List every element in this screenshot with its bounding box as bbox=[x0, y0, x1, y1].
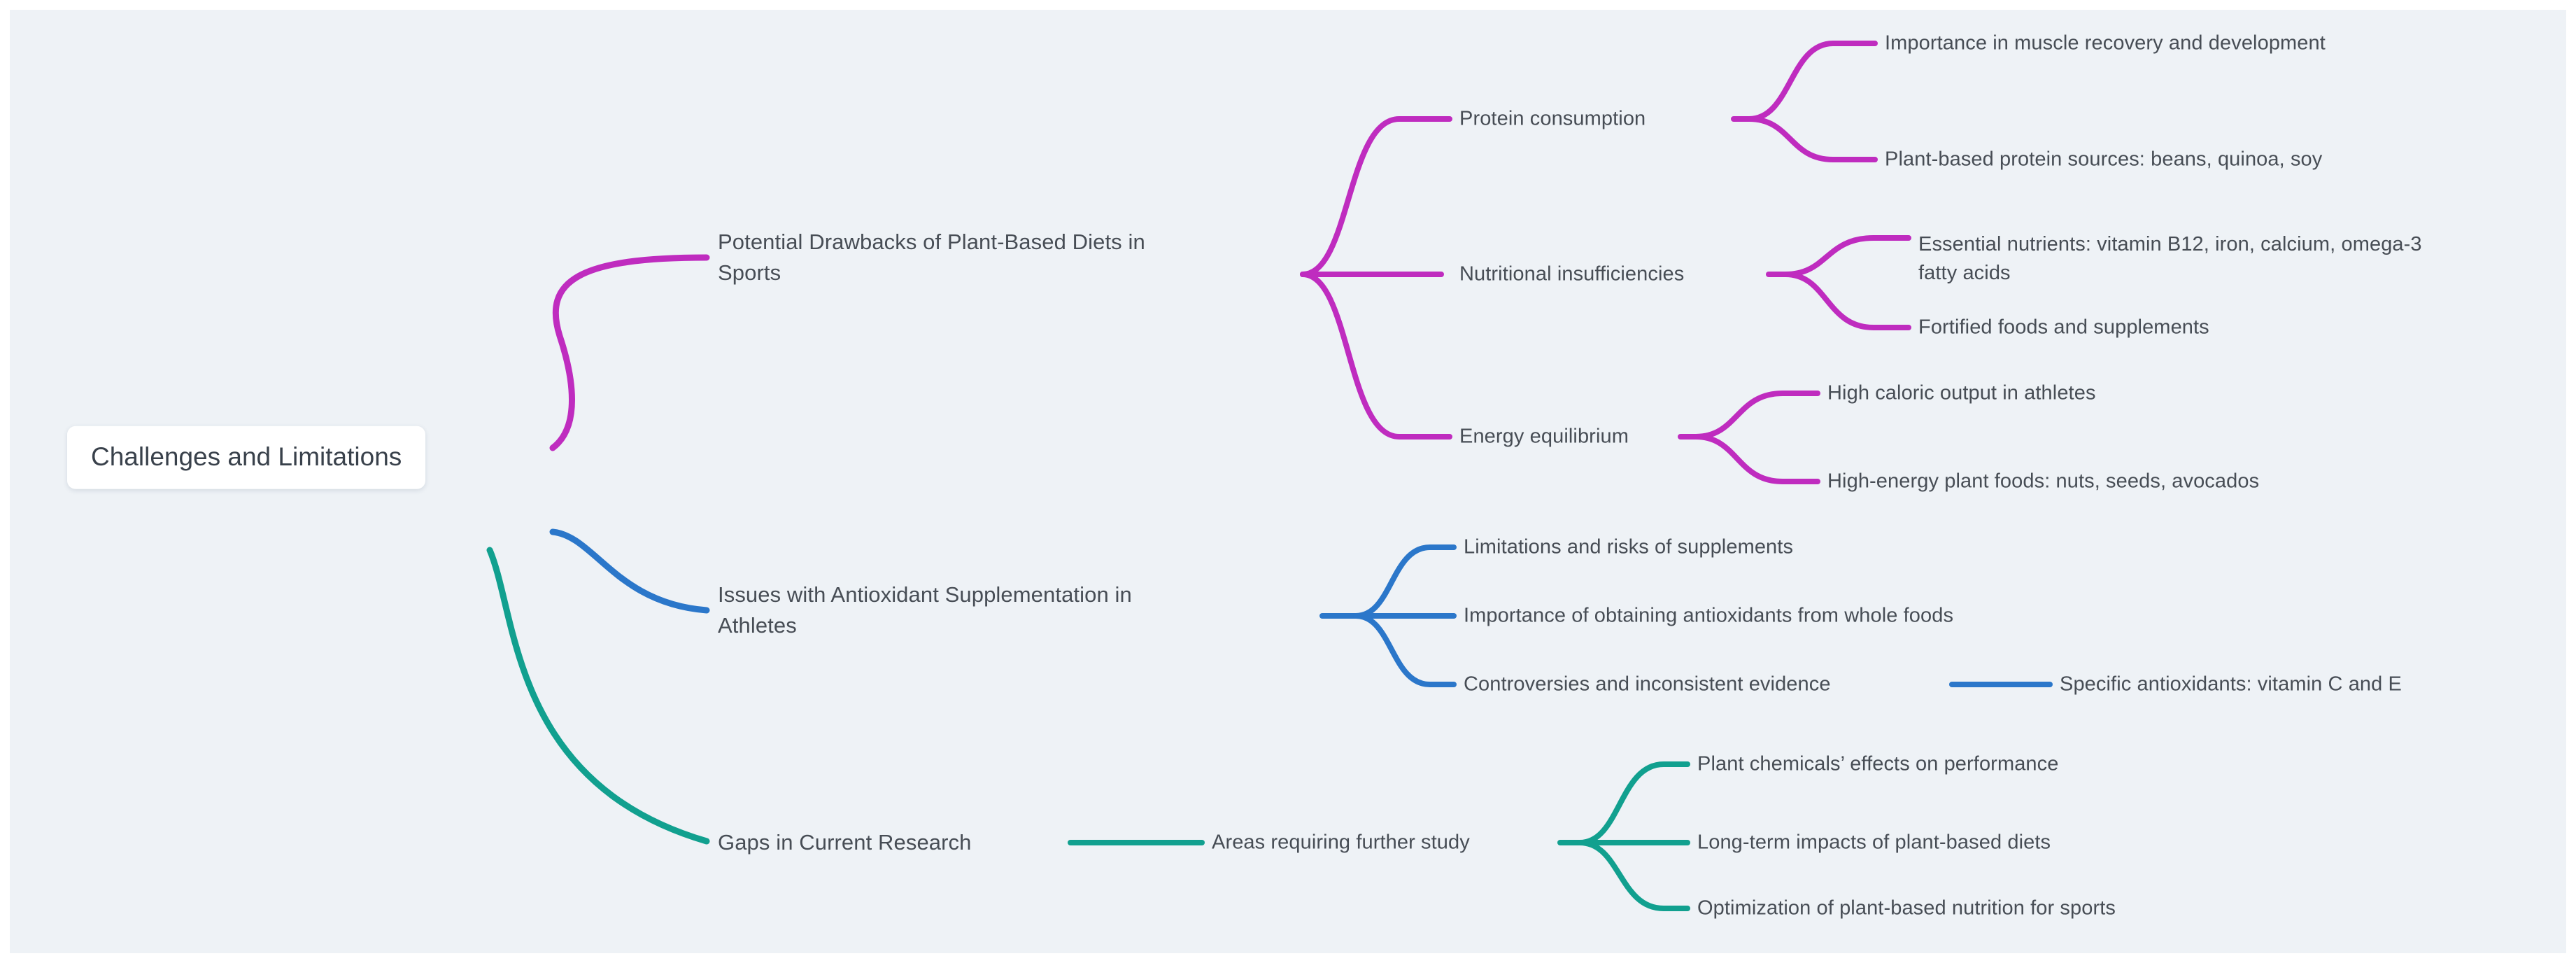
node-limitations-risks-supplements[interactable]: Limitations and risks of supplements bbox=[1464, 535, 1794, 558]
node-plant-chemicals-performance[interactable]: Plant chemicals’ effects on performance bbox=[1697, 752, 2059, 775]
node-nutritional-insufficiencies[interactable]: Nutritional insufficiencies bbox=[1459, 262, 1685, 286]
root-node-label: Challenges and Limitations bbox=[91, 442, 402, 471]
node-plant-protein-sources[interactable]: Plant-based protein sources: beans, quin… bbox=[1885, 148, 2323, 171]
node-optimization-nutrition[interactable]: Optimization of plant-based nutrition fo… bbox=[1697, 897, 2116, 920]
node-antioxidants-whole-foods[interactable]: Importance of obtaining antioxidants fro… bbox=[1464, 604, 1954, 627]
node-long-term-impacts[interactable]: Long-term impacts of plant-based diets bbox=[1697, 831, 2051, 854]
node-potential-drawbacks[interactable]: Potential Drawbacks of Plant-Based Diets… bbox=[718, 229, 1145, 285]
node-areas-further-study[interactable]: Areas requiring further study bbox=[1212, 831, 1470, 854]
node-muscle-recovery[interactable]: Importance in muscle recovery and develo… bbox=[1885, 31, 2326, 55]
node-high-energy-plant-foods[interactable]: High-energy plant foods: nuts, seeds, av… bbox=[1827, 470, 2260, 493]
node-protein-consumption[interactable]: Protein consumption bbox=[1459, 107, 1646, 130]
node-controversies-evidence[interactable]: Controversies and inconsistent evidence bbox=[1464, 673, 1831, 696]
node-fortified-foods[interactable]: Fortified foods and supplements bbox=[1918, 316, 2209, 339]
node-antioxidant-issues[interactable]: Issues with Antioxidant Supplementation … bbox=[718, 582, 1132, 638]
node-high-caloric-output[interactable]: High caloric output in athletes bbox=[1827, 381, 2096, 405]
node-specific-antioxidants[interactable]: Specific antioxidants: vitamin C and E bbox=[2060, 673, 2402, 696]
node-gaps-in-research[interactable]: Gaps in Current Research bbox=[718, 829, 972, 855]
root-node[interactable]: Challenges and Limitations bbox=[67, 426, 426, 490]
node-energy-equilibrium[interactable]: Energy equilibrium bbox=[1459, 425, 1629, 448]
mindmap-surface bbox=[10, 10, 2566, 953]
node-essential-nutrients[interactable]: Essential nutrients: vitamin B12, iron, … bbox=[1918, 232, 2422, 284]
